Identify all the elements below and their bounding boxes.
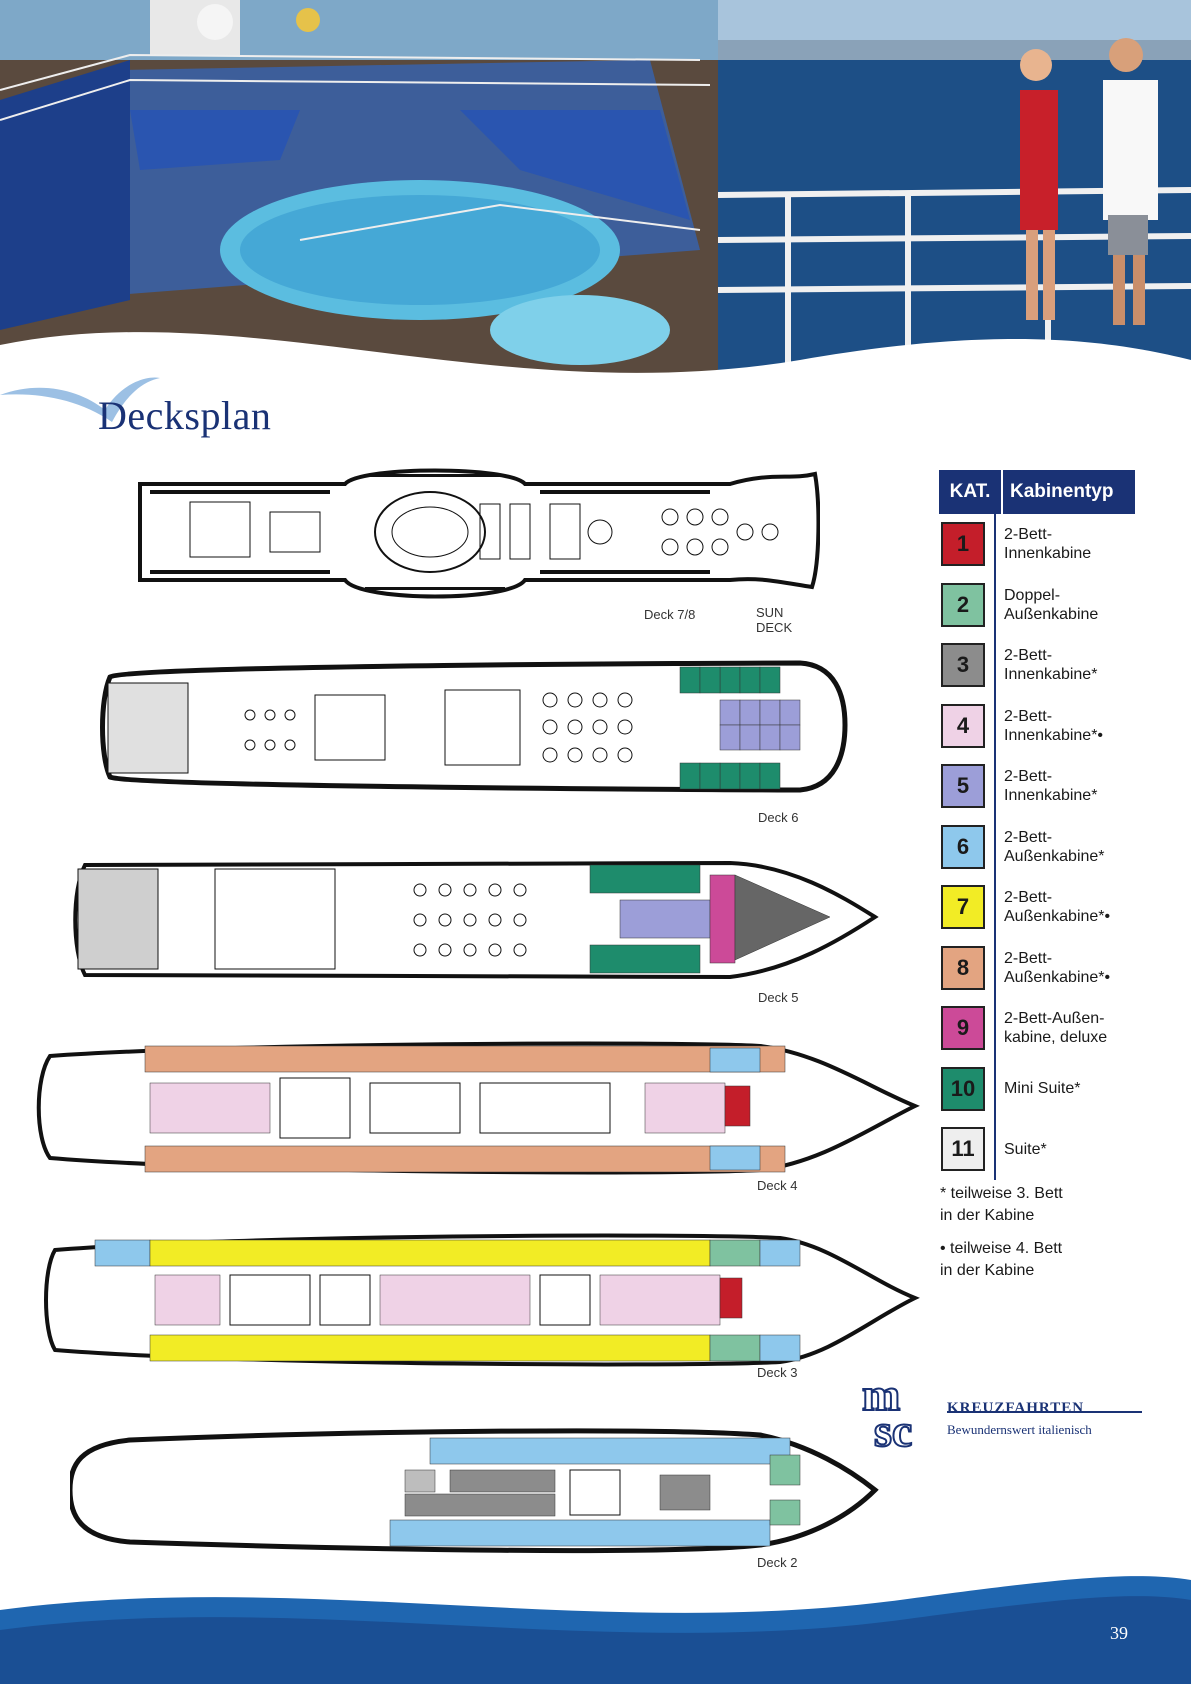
seagull-icon [0, 377, 160, 422]
cabin-type-label: 2-Bett- Innenkabine* [994, 756, 1097, 817]
brand-tagline: Bewundernswert italienisch [947, 1422, 1092, 1437]
deck-label: Deck 2 [757, 1555, 798, 1570]
category-swatch: 8 [941, 945, 985, 990]
legend-header: KAT. Kabinentyp [939, 470, 1135, 514]
joggers-deck-photo [718, 0, 1191, 380]
cabin-type-label: 2-Bett- Außenkabine*• [994, 937, 1110, 998]
cabin-type-label: 2-Bett- Innenkabine*• [994, 695, 1103, 756]
bottom-wave [0, 1576, 1191, 1684]
cabin-type-label: 2-Bett- Innenkabine* [994, 635, 1097, 696]
note-fourth-bed: • teilweise 4. Bett in der Kabine [940, 1240, 1063, 1279]
cabin-type-label: Suite* [994, 1119, 1047, 1180]
category-swatch: 2 [941, 582, 985, 627]
category-swatch: 5 [941, 764, 985, 809]
cabin-type-label: Mini Suite* [994, 1058, 1080, 1119]
category-swatch: 11 [941, 1127, 985, 1172]
cabin-type-label: 2-Bett- Außenkabine*• [994, 877, 1110, 938]
brand-name: KREUZFAHRTEN [947, 1400, 1085, 1416]
deck-7-8-plan: Deck 7/8 SUN DECK [130, 462, 820, 635]
page-title: Decksplan [98, 393, 272, 438]
deck-label: Deck 7/8 [644, 607, 696, 622]
category-swatch: 10 [941, 1066, 985, 1111]
legend-header-type: Kabinentyp [1010, 481, 1114, 502]
page-number: 39 [1110, 1623, 1128, 1643]
cabin-type-label: Doppel- Außenkabine [994, 574, 1098, 635]
deck-3-plan: Deck 3 [40, 1230, 920, 1380]
svg-text:m: m [862, 1369, 900, 1420]
deck-sublabel: SUN DECK [756, 605, 793, 635]
deck-label: Deck 4 [757, 1178, 798, 1193]
cabin-type-label: 2-Bett- Außenkabine* [994, 816, 1105, 877]
category-swatch: 9 [941, 1006, 985, 1051]
category-swatch: 7 [941, 885, 985, 930]
deck-label: Deck 3 [757, 1365, 798, 1380]
pool-deck-photo [0, 0, 718, 380]
cabin-type-label: 2-Bett- Innenkabine [994, 514, 1091, 575]
note-third-bed: * teilweise 3. Bett in der Kabine [940, 1185, 1063, 1224]
legend-header-kat: KAT. [939, 470, 1003, 514]
deck-label: Deck 6 [758, 810, 799, 825]
category-swatch: 3 [941, 643, 985, 688]
deck-2-plan: Deck 2 [70, 1420, 880, 1570]
top-wave [0, 332, 1191, 410]
category-swatch: 4 [941, 703, 985, 748]
cabin-type-label: 2-Bett-Außen- kabine, deluxe [994, 998, 1107, 1059]
svg-text:sc: sc [874, 1405, 912, 1448]
deck-5-plan: Deck 5 [70, 855, 880, 1005]
deck-label: Deck 5 [758, 990, 799, 1005]
deck-4-plan: Deck 4 [30, 1038, 920, 1193]
deck-6-plan: Deck 6 [100, 655, 850, 825]
category-swatch: 6 [941, 824, 985, 869]
msc-logo: m sc [862, 1368, 1142, 1448]
category-swatch: 1 [941, 522, 985, 567]
